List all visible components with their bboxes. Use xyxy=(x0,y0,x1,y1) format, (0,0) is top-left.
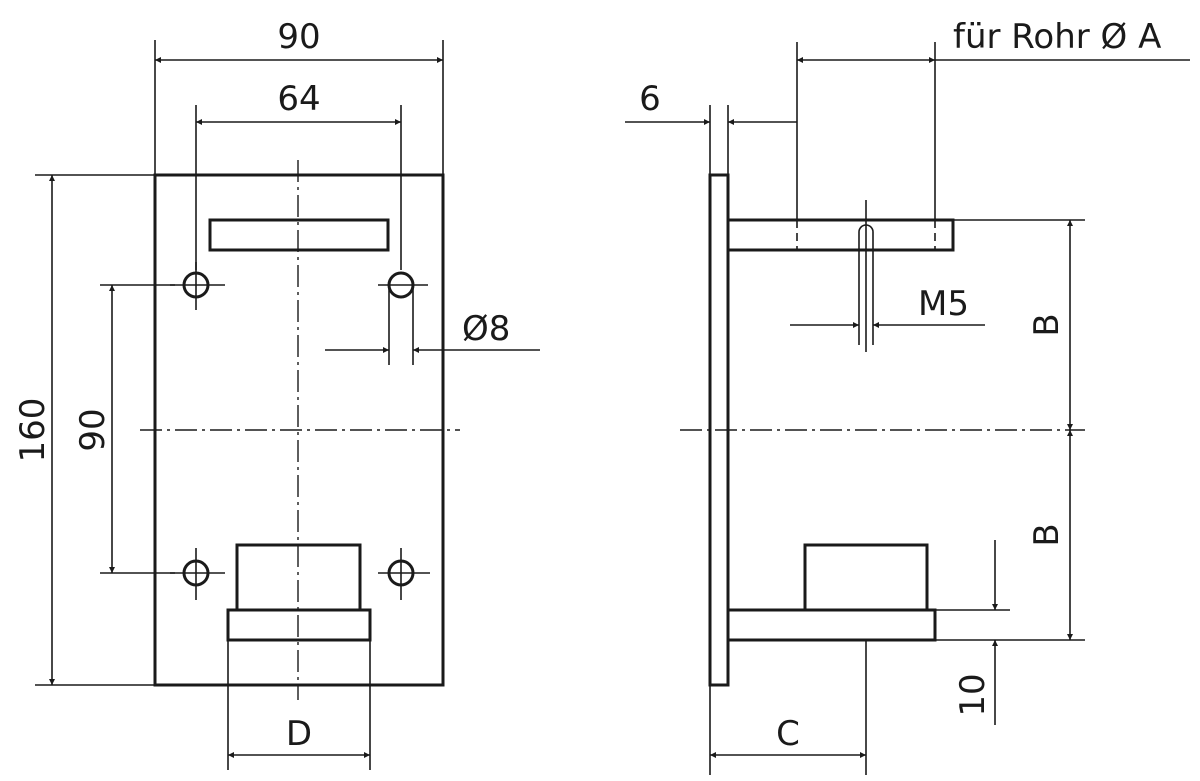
clamp-base xyxy=(226,608,372,642)
dim-height-10: 10 xyxy=(953,673,993,716)
front-extension-lines xyxy=(35,40,444,770)
dim-height-160: 160 xyxy=(13,398,53,463)
pipe-label: für Rohr Ø A xyxy=(953,17,1161,57)
m5-screw xyxy=(858,200,874,352)
dim-clamp-d: D xyxy=(286,714,312,754)
front-view: 90 64 160 90 Ø8 D xyxy=(13,17,540,770)
lower-arm xyxy=(726,608,937,642)
side-extension-lines xyxy=(709,42,1085,775)
dim-hole-spacing-64: 64 xyxy=(277,79,320,119)
dim-thread-m5: M5 xyxy=(918,284,969,324)
dim-width-90: 90 xyxy=(277,17,320,57)
dim-hole-diameter: Ø8 xyxy=(462,309,510,349)
upper-arm xyxy=(726,218,955,252)
dim-depth-c: C xyxy=(776,714,800,754)
side-view: 6 für Rohr Ø A M5 B B 10 C xyxy=(625,17,1190,775)
dim-hole-spacing-90: 90 xyxy=(73,408,113,451)
lower-block xyxy=(803,543,929,612)
top-slot xyxy=(208,218,390,252)
dim-thickness-6: 6 xyxy=(639,79,661,119)
dim-b-upper: B xyxy=(1027,313,1067,336)
hole-crosshairs xyxy=(170,262,430,600)
upper-arm-hidden-lines xyxy=(796,220,936,250)
dim-b-lower: B xyxy=(1027,523,1067,546)
